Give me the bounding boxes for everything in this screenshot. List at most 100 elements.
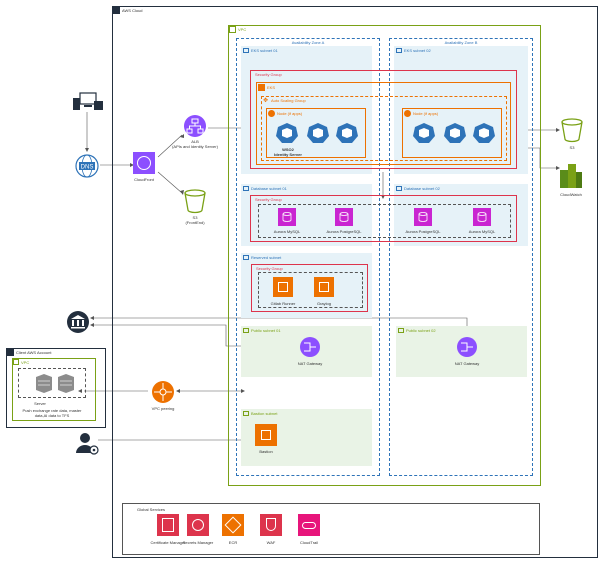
eks-title: EKS [267,85,276,90]
az-b-title: Availability Zone B [444,40,478,45]
node-a-title: Node (if apps) [277,111,303,116]
client-vpc-group: VPC [12,358,96,421]
client-server-group [18,368,86,398]
alb-label: ALB [191,139,199,144]
s3-icon [561,118,583,143]
admin-user-icon [76,433,99,455]
certificate-manager-label: Certificate Manager [150,540,186,545]
global-services-group: Global Services [122,503,540,555]
reserved-inner-group [258,272,363,308]
subnet-icon [243,328,249,333]
alb-sublabel: (APIs and Identity Server) [172,144,218,149]
aurora-postgresql-label: Aurora PostgreSQL [405,229,441,234]
institution-icon [67,311,89,333]
eks-subnet-01: EKS subnet 01 [241,46,372,174]
server-icon [36,374,74,393]
reserved-security-group-title: Security Group [256,266,283,271]
server-note-line1: Push exchange rate data, master [22,408,82,413]
eks-subnet-02: EKS subnet 02 [394,46,528,174]
aurora-mysql-label: Aurora MySQL [468,229,496,234]
cloudfront-icon [133,152,155,174]
eks-subnet-01-title: EKS subnet 01 [251,48,278,53]
wso2-identity-server-label: Identity Server [274,152,302,157]
waf-label: WAF [266,540,276,545]
public-subnet-02: Public subnet 02 [396,326,527,377]
ecr-icon [222,514,244,536]
database-inner-group [258,204,511,238]
subnet-icon [243,411,249,416]
user-devices-icon [73,92,103,110]
graylog-label: Graylog [316,301,332,306]
cloudwatch-icon [560,164,582,188]
az-a-title: Availability Zone A [291,40,325,45]
client-aws-account-title: Client AWS Account [16,350,52,355]
nat-gateway-icon [457,337,477,357]
node-group-a: Node (if apps) [266,108,366,158]
vpc-peering-icon [152,381,174,403]
public-subnet-02-title: Public subnet 02 [406,328,436,333]
bastion-label: Bastion [259,449,273,454]
reserved-subnet-title: Reserved subnet [251,255,282,260]
server-label: Server [34,401,46,406]
db-subnet-02-title: Database subnet 02 [404,186,440,191]
nat-gateway-label: NAT Gateway [297,361,323,366]
auto-scaling-icon: ✥ [263,98,269,104]
node-b-title: Node (if apps) [413,111,439,116]
db-subnet-01-title: Database subnet 01 [251,186,287,191]
aurora-mysql-label: Aurora MySQL [273,229,301,234]
vpc-icon [13,359,19,365]
s3-frontend-icon [184,189,206,214]
aurora-postgresql-label: Aurora PostgreSQL [326,229,362,234]
kubernetes-pods-a [276,123,358,143]
vpc-group: VPC [228,25,541,486]
availability-zone-b: Availability Zone B [389,38,533,476]
subnet-icon [243,186,249,191]
bastion-subnet-title: Bastion subnet [251,411,278,416]
gitlab-runner-icon [273,277,293,297]
eks-subnet-02-title: EKS subnet 02 [404,48,431,53]
eks-cluster-group: EKS [256,82,511,165]
database-security-group: Security Group [250,195,517,242]
eks-security-group-title: Security Group [255,72,282,77]
auto-scaling-group: ✥ Auto Scaling Group [261,96,507,161]
node-icon [268,110,275,117]
db-security-group-title: Security Group [255,197,282,202]
waf-icon [260,514,282,536]
client-vpc-title: VPC [21,360,30,365]
aurora-postgresql-icon [414,208,432,226]
certificate-manager-icon [157,514,179,536]
public-subnet-01-title: Public subnet 01 [251,328,281,333]
subnet-icon [396,48,402,53]
eks-icon [258,84,265,91]
global-services-title: Global Services [137,507,166,512]
cloudfront-label: CloudFront [134,177,154,182]
reserved-security-group: Security Group [251,264,368,312]
node-group-b: Node (if apps) [402,108,502,158]
aws-cloud-title: AWS Cloud [122,8,143,13]
secrets-manager-icon [187,514,209,536]
gitlab-runner-label: Gitlab Runner [270,301,296,306]
kubernetes-pods-b [413,123,495,143]
subnet-icon [396,186,402,191]
auto-scaling-title: Auto Scaling Group [271,98,306,103]
bastion-icon [255,424,277,446]
aurora-mysql-icon [473,208,491,226]
s3-frontend-sublabel: (FrontEnd) [185,220,205,225]
wso2-label: WSO2 [282,147,294,152]
cloudwatch-label: CloudWatch [560,192,582,197]
availability-zone-a: Availability Zone A [236,38,380,476]
ecr-label: ECR [228,540,238,545]
cloudtrail-icon [298,514,320,536]
eks-security-group: Security Group [250,70,517,169]
client-aws-icon [7,349,14,356]
aws-cloud-group: AWS Cloud [112,6,598,558]
client-aws-account-group: Client AWS Account [6,348,106,428]
alb-icon [184,115,206,137]
aurora-mysql-icon [278,208,296,226]
aurora-postgresql-icon [335,208,353,226]
vpc-title: VPC [238,27,247,32]
vpc-peering-label: VPC peering [151,406,175,411]
subnet-icon [243,48,249,53]
svg-text:DNS: DNS [81,165,94,171]
